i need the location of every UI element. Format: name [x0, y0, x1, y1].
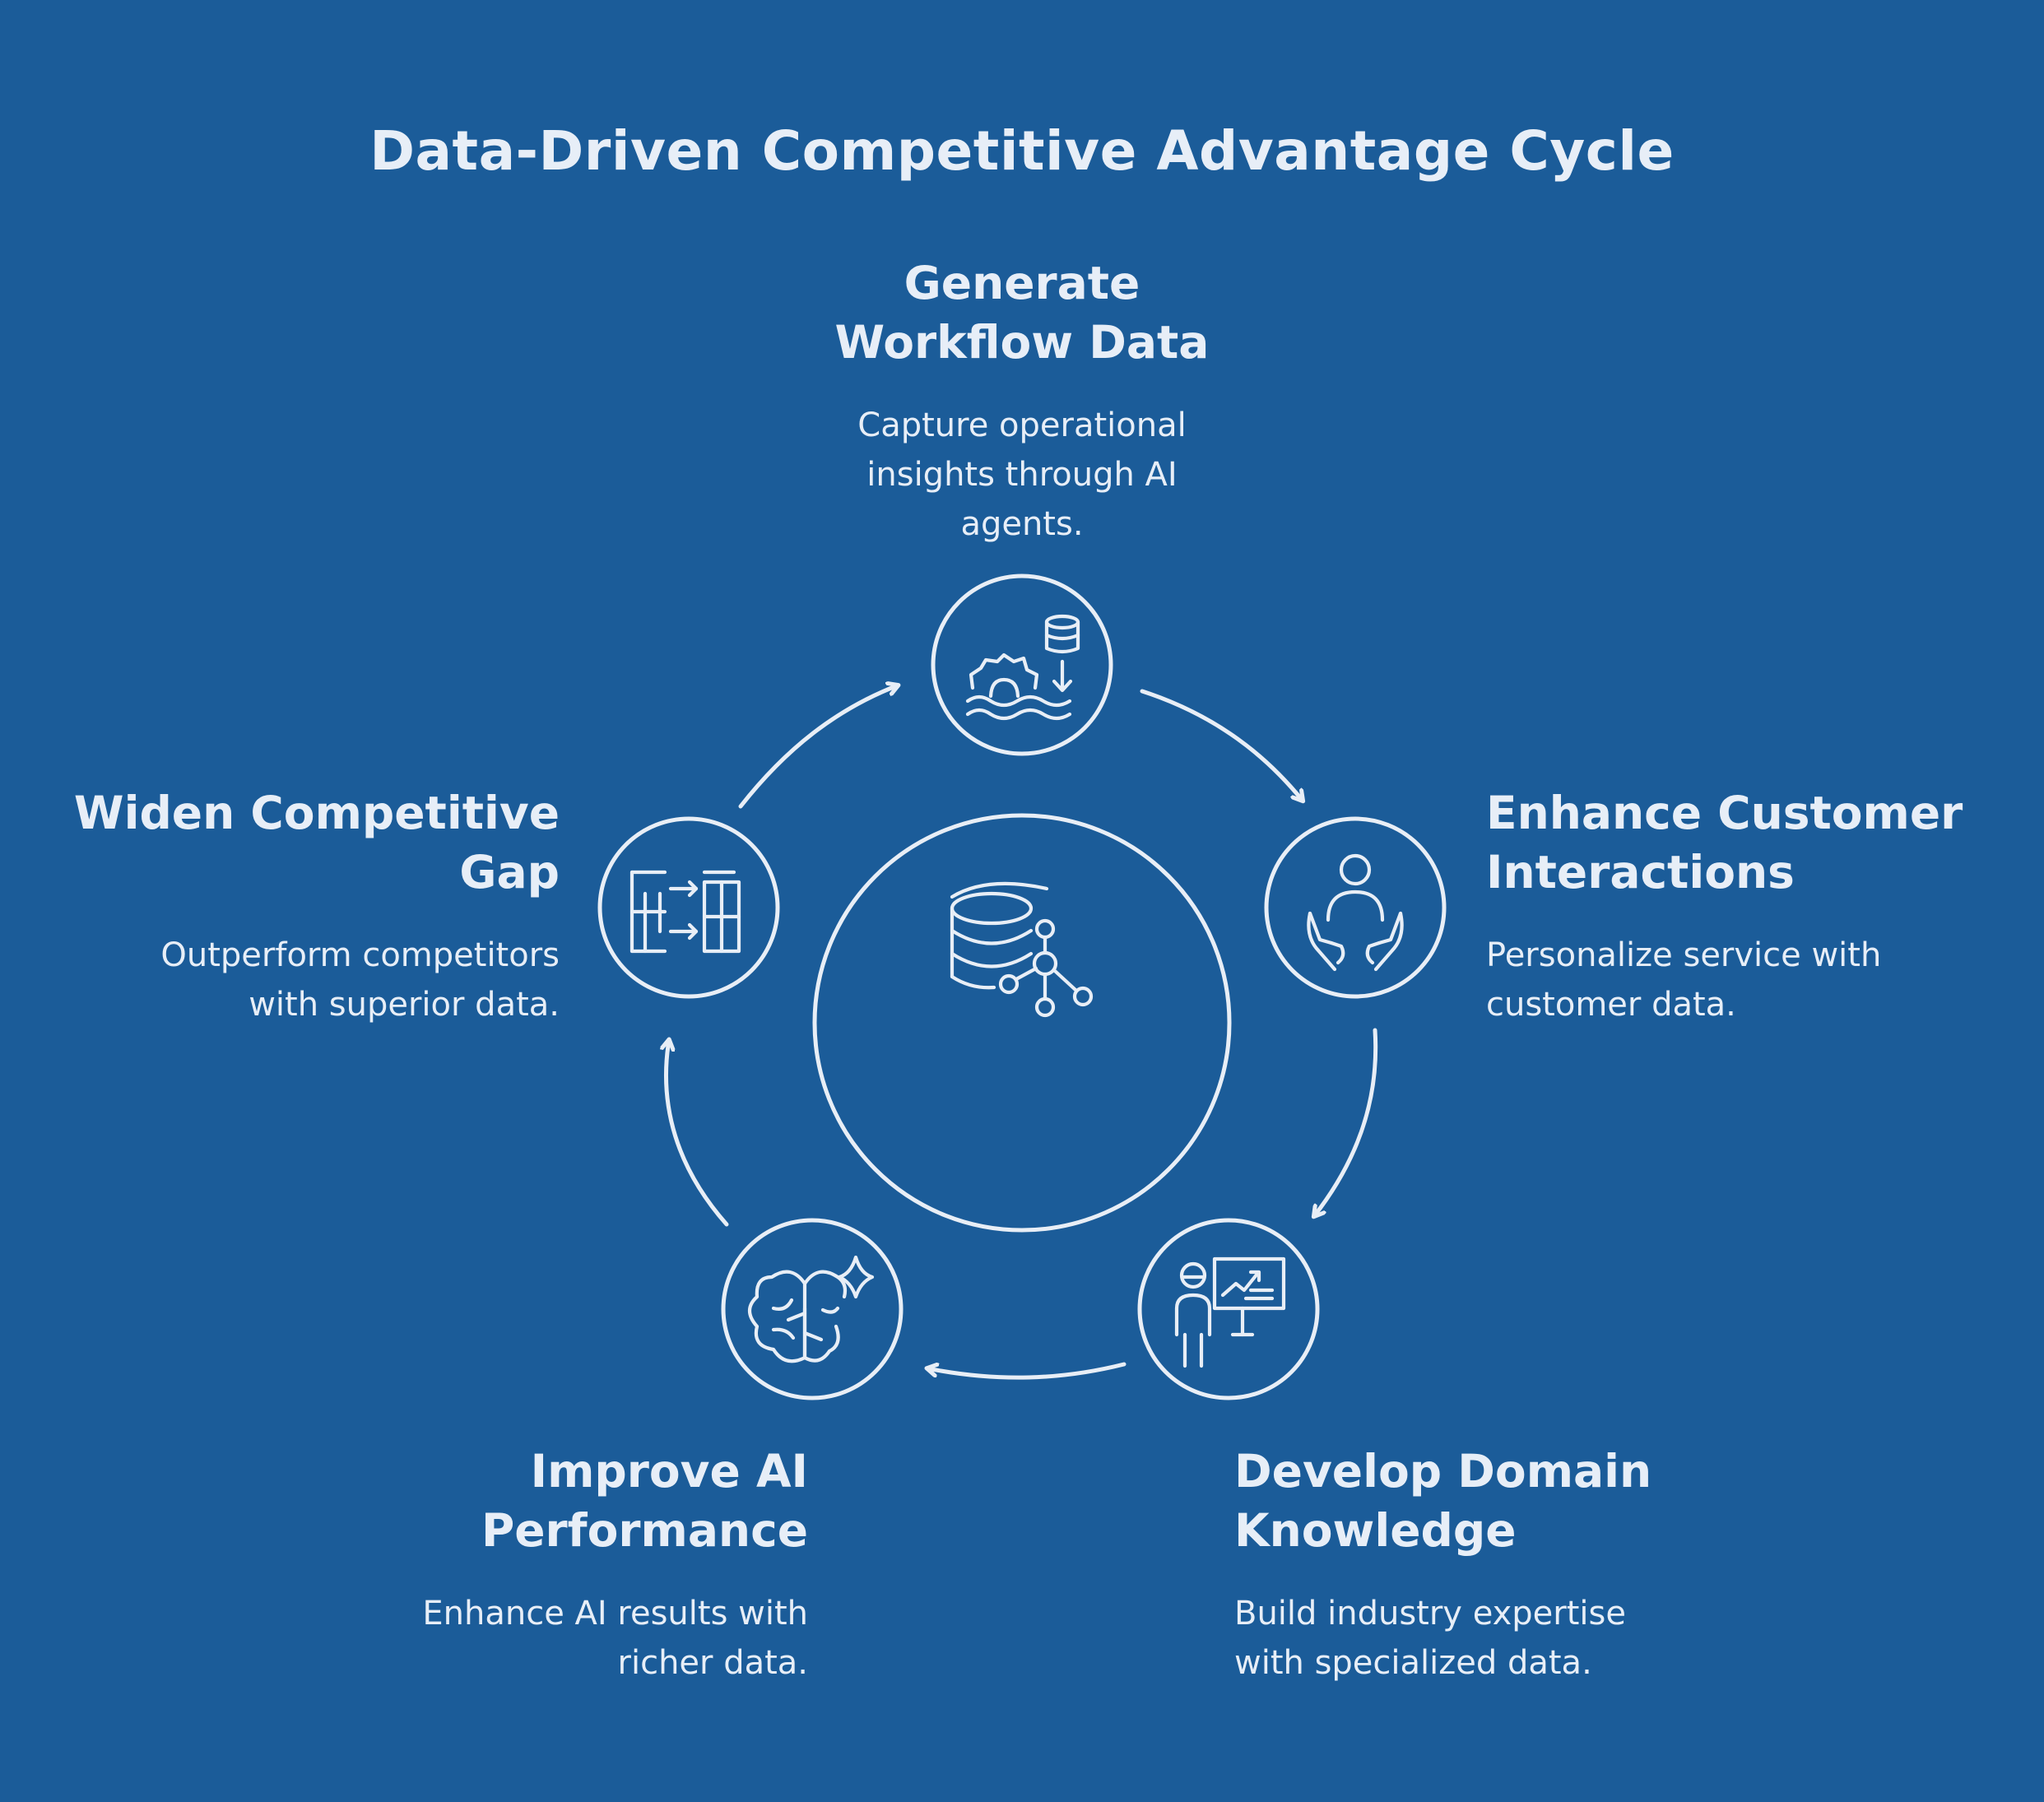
- stage-title-line: Performance: [481, 1504, 808, 1557]
- stage-desc-line: Capture operational: [857, 406, 1187, 444]
- stage-desc-line: customer data.: [1486, 986, 1736, 1024]
- stage-desc-line: Enhance AI results with: [422, 1595, 808, 1632]
- stage-description: Capture operational insights through AI …: [775, 401, 1269, 549]
- stage-develop-domain-knowledge: Develop Domain Knowledge Build industry …: [1234, 1442, 1728, 1688]
- stage-desc-line: agents.: [960, 505, 1084, 543]
- stage-title: Generate Workflow Data: [775, 253, 1269, 372]
- stage-generate-workflow-data: Generate Workflow Data Capture operation…: [775, 253, 1269, 549]
- stage-title-line: Interactions: [1486, 846, 1795, 899]
- stage-description: Enhance AI results with richer data.: [314, 1589, 808, 1688]
- stage-desc-line: richer data.: [617, 1644, 808, 1682]
- arrow-develop-to-improve: [927, 1362, 1127, 1380]
- stage-title-line: Enhance Customer: [1486, 787, 1963, 839]
- stage-description: Personalize service with customer data.: [1486, 931, 2013, 1029]
- stage-widen-competitive-gap: Widen Competitive Gap Outperform competi…: [33, 783, 560, 1029]
- stage-improve-ai-performance: Improve AI Performance Enhance AI result…: [314, 1442, 808, 1688]
- stage-title-line: Workflow Data: [834, 316, 1210, 369]
- arrow-enhance-to-develop: [1314, 1028, 1378, 1216]
- stage-desc-line: with superior data.: [249, 986, 560, 1024]
- stage-enhance-customer-interactions: Enhance Customer Interactions Personaliz…: [1486, 783, 2013, 1029]
- stage-circle-develop: [1137, 1218, 1320, 1400]
- stage-circle-improve: [721, 1218, 904, 1400]
- ai-brain-icon: [747, 1255, 875, 1363]
- stage-title: Develop Domain Knowledge: [1234, 1442, 1728, 1560]
- arrow-widen-to-generate: [738, 685, 898, 809]
- stage-title: Improve AI Performance: [314, 1442, 808, 1560]
- data-workflow-icon: [965, 614, 1080, 721]
- stage-description: Build industry expertise with specialize…: [1234, 1589, 1728, 1688]
- customer-care-icon: [1307, 853, 1404, 972]
- stage-desc-line: Outperform competitors: [160, 936, 560, 974]
- stage-title: Widen Competitive Gap: [33, 783, 560, 902]
- stage-title-line: Widen Competitive: [73, 787, 560, 839]
- stage-desc-line: with specialized data.: [1234, 1644, 1592, 1682]
- stage-desc-line: insights through AI: [866, 456, 1178, 494]
- stage-title-line: Gap: [459, 846, 560, 899]
- stage-circle-widen: [597, 816, 780, 999]
- stage-description: Outperform competitors with superior dat…: [33, 931, 560, 1029]
- stage-circle-generate: [931, 574, 1113, 756]
- data-transfer-icon: [629, 870, 741, 954]
- stage-title-line: Knowledge: [1234, 1504, 1517, 1557]
- stage-desc-line: Personalize service with: [1486, 936, 1882, 974]
- stage-title-line: Generate: [904, 257, 1140, 309]
- stage-title-line: Develop Domain: [1234, 1445, 1652, 1498]
- stage-desc-line: Build industry expertise: [1234, 1595, 1626, 1632]
- arrow-generate-to-enhance: [1140, 689, 1303, 801]
- center-circle: [812, 813, 1232, 1233]
- diagram-title: Data-Driven Competitive Advantage Cycle: [369, 119, 1675, 183]
- arrow-improve-to-widen: [666, 1040, 729, 1227]
- stage-circle-enhance: [1264, 816, 1447, 999]
- database-network-icon: [950, 881, 1094, 1018]
- stage-title-line: Improve AI: [530, 1445, 808, 1498]
- stage-title: Enhance Customer Interactions: [1486, 783, 2013, 902]
- presentation-growth-icon: [1174, 1256, 1286, 1368]
